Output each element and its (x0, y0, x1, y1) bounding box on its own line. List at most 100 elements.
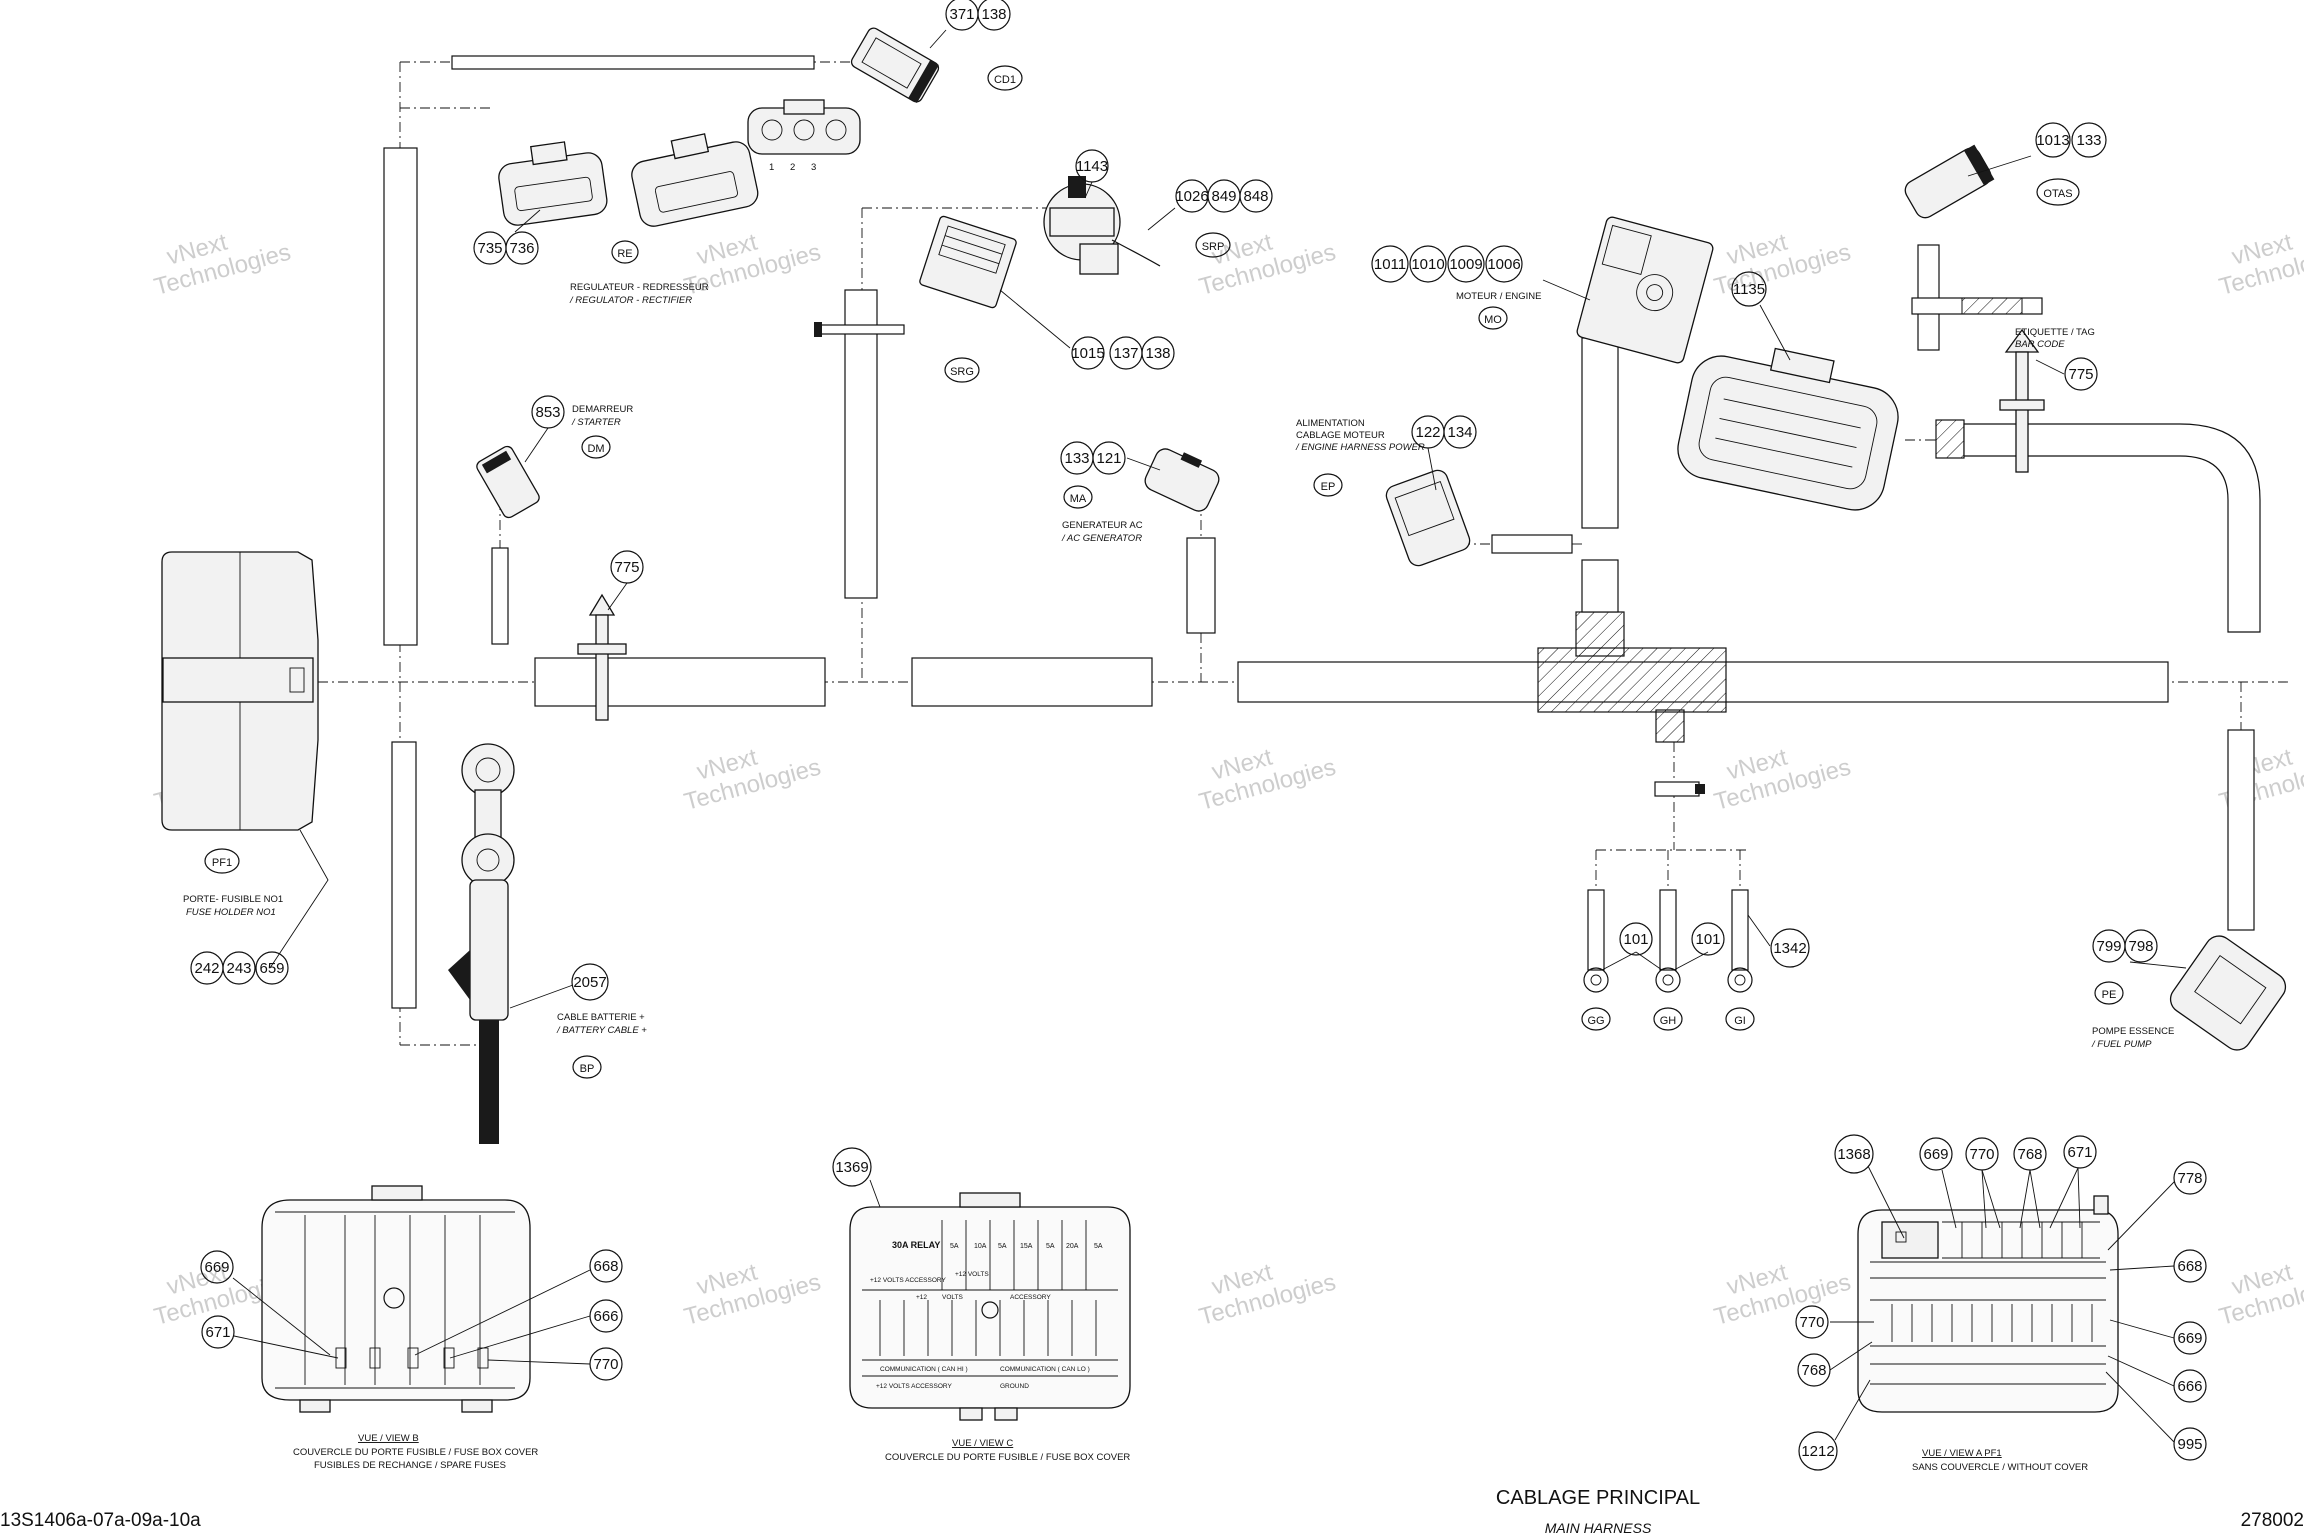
svg-text:770: 770 (1969, 1146, 1994, 1163)
large-ecu-connector (1677, 347, 1899, 511)
svg-text:134: 134 (1447, 424, 1472, 441)
callout-666-a: 666 (2173, 1369, 2207, 1403)
svg-text:666: 666 (593, 1308, 618, 1325)
callout-1013: 1013 (2035, 122, 2071, 158)
svg-text:REGULATEUR - REDRESSEUR: REGULATEUR - REDRESSEUR (570, 282, 709, 293)
svg-text:MOTEUR / ENGINE: MOTEUR / ENGINE (1456, 291, 1542, 302)
svg-text:669: 669 (1923, 1146, 1948, 1163)
svg-text:371: 371 (949, 6, 974, 23)
callout-995: 995 (2173, 1427, 2207, 1461)
callout-778: 778 (2173, 1161, 2207, 1195)
svg-text:CABLAGE MOTEUR: CABLAGE MOTEUR (1296, 430, 1385, 441)
callout-1369: 1369 (832, 1147, 872, 1187)
svg-text:1135: 1135 (1733, 281, 1765, 298)
svg-text:MA: MA (1070, 493, 1087, 505)
svg-text:735: 735 (477, 240, 502, 257)
ep-engine-power-connector (1385, 469, 1471, 567)
callout-770-c: 770 (1795, 1305, 1829, 1339)
code-gg: GG (1581, 1007, 1611, 1031)
svg-text:POMPE ESSENCE: POMPE ESSENCE (2092, 1026, 2174, 1037)
svg-text:770: 770 (1799, 1314, 1824, 1331)
svg-text:1342: 1342 (1773, 940, 1806, 957)
svg-text:ACCESSORY: ACCESSORY (1010, 1294, 1051, 1301)
svg-text:133: 133 (2076, 132, 2101, 149)
view-b-fuse-cover: VUE / VIEW B COUVERCLE DU PORTE FUSIBLE … (261, 1185, 538, 1471)
code-ep: EP (1313, 473, 1343, 497)
callout-770-a: 770 (1965, 1137, 1999, 1171)
tie-clip-left (577, 593, 627, 721)
svg-text:1026: 1026 (1175, 188, 1208, 205)
svg-text:OTAS: OTAS (2043, 188, 2072, 200)
callout-371: 371 (945, 0, 979, 31)
dm-starter-connector (476, 445, 540, 519)
svg-text:770: 770 (593, 1356, 618, 1373)
three-pin-plug (747, 99, 861, 155)
bar-code-tag (1961, 297, 2023, 315)
callout-133b: 133 (1060, 441, 1094, 475)
callout-671-a: 671 (2063, 1135, 2097, 1169)
svg-text:FUSE HOLDER NO1: FUSE HOLDER NO1 (186, 907, 276, 918)
svg-text:775: 775 (2068, 366, 2093, 383)
svg-text:1143: 1143 (1076, 158, 1108, 175)
svg-text:+12 VOLTS ACCESSORY: +12 VOLTS ACCESSORY (876, 1383, 952, 1390)
pe-fuel-pump-connector (2169, 935, 2287, 1051)
svg-text:+12 VOLTS ACCESSORY: +12 VOLTS ACCESSORY (870, 1277, 946, 1284)
callout-133: 133 (2071, 122, 2107, 158)
part-callouts: 371 138 735 736 1143 1026 849 848 1015 1… (190, 0, 2187, 1009)
pf1-fuse-holder (161, 551, 329, 969)
svg-text:20A: 20A (1066, 1243, 1079, 1250)
view-c-fuse-cover: 30A RELAY 5A 10A 5A 15A 5A 20A 5A +12 VO… (849, 1192, 1131, 1463)
code-srg: SRG (944, 357, 980, 383)
regulator-connector-1 (498, 141, 608, 226)
callout-2057: 2057 (571, 963, 609, 1001)
svg-text:GI: GI (1734, 1015, 1746, 1027)
svg-text:VOLTS: VOLTS (942, 1294, 963, 1301)
svg-text:768: 768 (1801, 1362, 1826, 1379)
svg-text:/ REGULATOR - RECTIFIER: / REGULATOR - RECTIFIER (569, 295, 692, 306)
callout-849: 849 (1207, 179, 1241, 213)
svg-text:133: 133 (1064, 450, 1089, 467)
view-a-callouts: 1368 669 770 768 671 778 668 770 669 768… (1795, 1134, 2207, 1471)
svg-text:1368: 1368 (1837, 1146, 1870, 1163)
callout-735: 735 (473, 231, 507, 265)
code-dm: DM (581, 435, 611, 459)
svg-text:3: 3 (811, 162, 816, 173)
svg-text:778: 778 (2177, 1170, 2202, 1187)
svg-text:ALIMENTATION: ALIMENTATION (1296, 418, 1365, 429)
svg-text:5A: 5A (1046, 1243, 1055, 1250)
drawing-title: CABLAGE PRINCIPAL (1496, 1487, 1700, 1509)
svg-text:853: 853 (535, 404, 560, 421)
callout-668-a: 668 (2173, 1249, 2207, 1283)
svg-text:1212: 1212 (1801, 1443, 1834, 1460)
svg-text:242: 242 (194, 960, 219, 977)
svg-text:RE: RE (617, 248, 632, 260)
callout-1212: 1212 (1798, 1431, 1838, 1471)
svg-text:1015: 1015 (1071, 345, 1104, 362)
svg-text:BP: BP (580, 1063, 595, 1075)
code-ma: MA (1063, 485, 1093, 509)
connector-codes: CD1 RE SRP MO OTAS SRG DM MA EP PF1 BP P… (204, 65, 2124, 1079)
svg-text:DEMARREUR: DEMARREUR (572, 404, 633, 415)
cd1-connector (850, 27, 940, 104)
callout-1368: 1368 (1834, 1134, 1874, 1174)
svg-text:PORTE- FUSIBLE NO1: PORTE- FUSIBLE NO1 (183, 894, 283, 905)
svg-text:SANS COUVERCLE / WITHOUT COVER: SANS COUVERCLE / WITHOUT COVER (1912, 1462, 2088, 1473)
svg-text:101: 101 (1695, 931, 1720, 948)
callout-137: 137 (1109, 336, 1143, 370)
svg-text:SRG: SRG (950, 366, 974, 378)
callout-242: 242 (190, 951, 224, 985)
svg-text:671: 671 (2067, 1144, 2092, 1161)
svg-text:BAR CODE: BAR CODE (2015, 339, 2065, 350)
callout-101a: 101 (1619, 922, 1653, 956)
callout-134: 134 (1443, 415, 1477, 449)
svg-text:775: 775 (614, 559, 639, 576)
callout-1143: 1143 (1075, 149, 1109, 183)
drawing-reference-left: 13S1406a-07a-09a-10a (0, 1510, 201, 1531)
callout-770-b: 770 (589, 1347, 623, 1381)
callout-121: 121 (1092, 441, 1126, 475)
srg-connector (919, 215, 1017, 309)
svg-text:/ FUEL PUMP: / FUEL PUMP (2091, 1039, 2152, 1050)
code-pe: PE (2094, 981, 2124, 1005)
svg-text:CABLE BATTERIE +: CABLE BATTERIE + (557, 1012, 645, 1023)
